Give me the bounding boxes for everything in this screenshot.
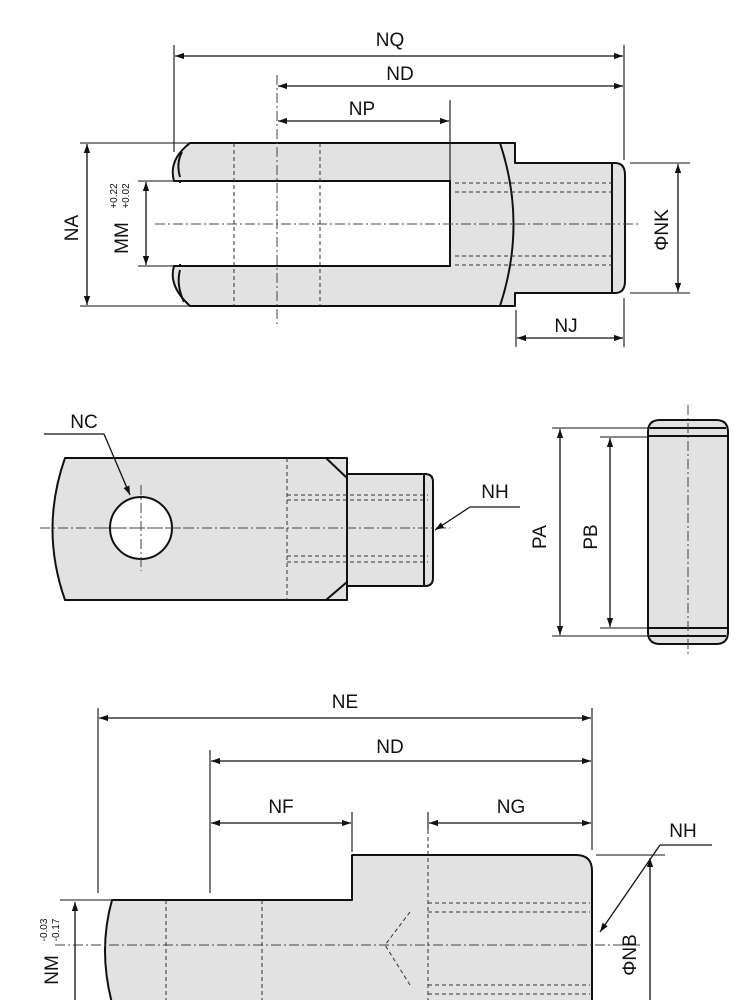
label-mm-tol-upper: +0.22 <box>109 183 120 209</box>
label-nh-side: NH <box>481 482 508 503</box>
label-nm: NM <box>42 955 63 985</box>
label-ng: NG <box>497 797 526 818</box>
neck-curve <box>499 142 515 307</box>
label-nd-section: ND <box>376 737 403 758</box>
end-view: PA PB <box>530 405 729 655</box>
label-pa: PA <box>530 525 551 549</box>
clevis-side-body <box>51 457 434 601</box>
label-nm-tol-upper: -0.03 <box>39 918 50 941</box>
top-view: NQ ND NP NA MM +0.22 +0.02 ΦNK NJ <box>62 30 690 347</box>
leader-nh-side <box>434 506 471 531</box>
fork-slot <box>179 180 451 267</box>
label-nf: NF <box>268 797 293 818</box>
label-nq: NQ <box>376 30 405 51</box>
label-nj: NJ <box>554 316 577 337</box>
label-na: NA <box>62 214 83 241</box>
label-mm: MM <box>112 222 133 254</box>
label-nc: NC <box>70 412 97 433</box>
label-np: NP <box>349 99 375 120</box>
label-pb: PB <box>581 524 602 549</box>
clevis-section-body <box>104 854 593 1000</box>
label-nd: ND <box>386 64 413 85</box>
label-mm-tol-lower: +0.02 <box>121 183 132 209</box>
label-nb: ΦNB <box>620 934 641 976</box>
section-view: NE ND NF NG NH ΦNB NM -0.03 -0.17 <box>39 692 712 1000</box>
side-view: NC NH <box>40 412 520 601</box>
label-nh-section: NH <box>669 821 696 842</box>
label-nk: ΦNK <box>652 209 673 251</box>
label-ne: NE <box>332 692 358 713</box>
leader-nh-section <box>599 844 661 933</box>
leader-nc <box>103 433 131 496</box>
label-nm-tol-lower: -0.17 <box>51 918 62 941</box>
